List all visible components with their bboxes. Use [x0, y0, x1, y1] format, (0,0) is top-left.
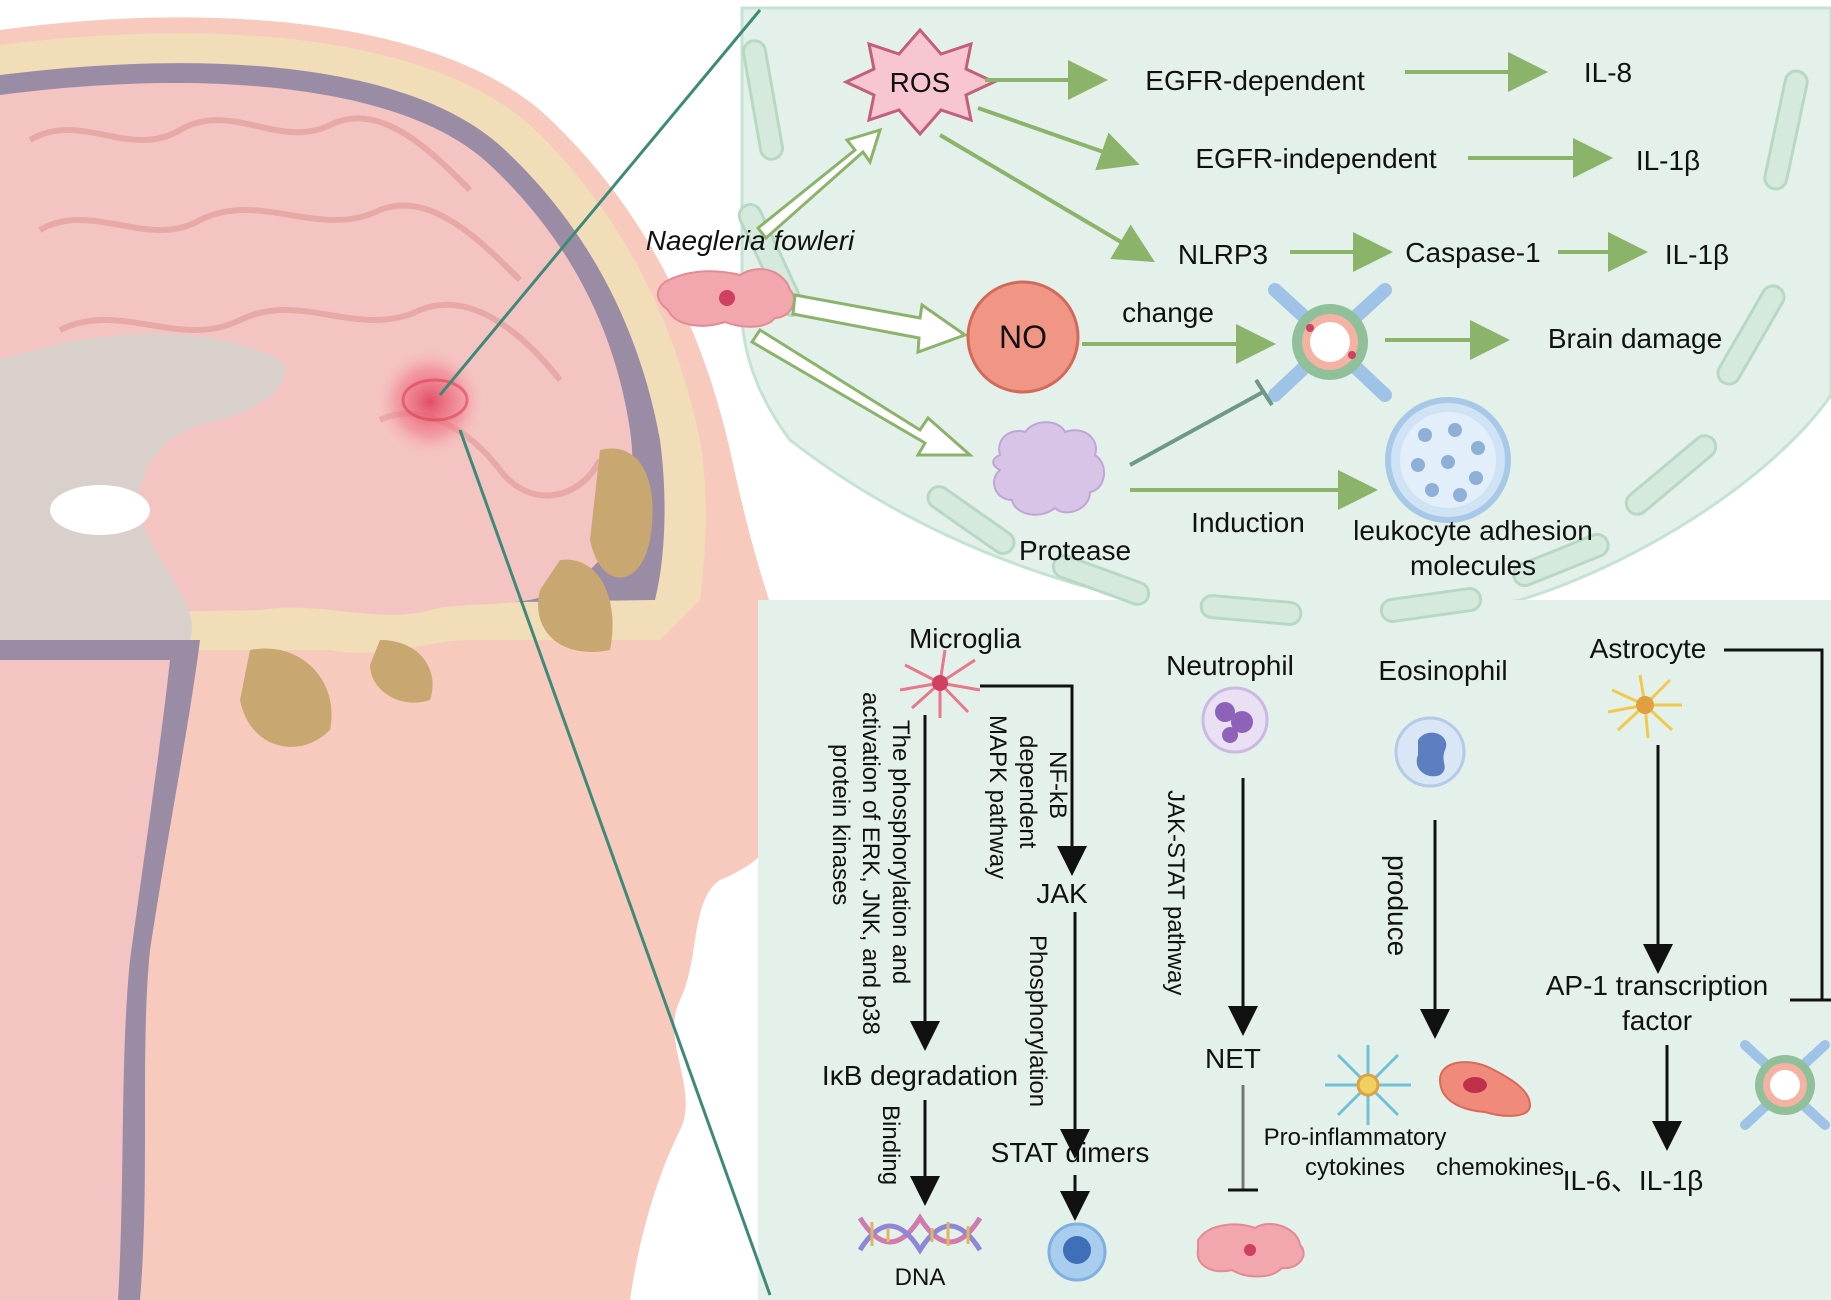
svg-text:MAPK pathway: MAPK pathway: [984, 715, 1011, 879]
leukocyte-label-line2: molecules: [1410, 550, 1536, 581]
microglia-to-jak-arrow: [980, 684, 1087, 876]
nfkb-vertical-text: NF-kB dependent MAPK pathway: [984, 715, 1071, 879]
net-label: NET: [1205, 1043, 1261, 1074]
dna-icon: [857, 1213, 983, 1255]
sinus-2: [538, 559, 613, 652]
eosinophil-label: Eosinophil: [1378, 655, 1507, 686]
protease-inhibit-bar: [1254, 378, 1274, 407]
protease-icon: [992, 421, 1105, 516]
neutrophil-label: Neutrophil: [1166, 650, 1294, 681]
il6-il1b-label: IL-6、IL-1β: [1563, 1165, 1704, 1196]
egfr-dependent-label: EGFR-dependent: [1145, 65, 1365, 96]
produce-label: produce: [1382, 855, 1413, 956]
sinus-4: [370, 640, 433, 703]
cytokines-icon: [1325, 1045, 1411, 1125]
ikb-label: IκB degradation: [822, 1060, 1018, 1091]
binding-label: Binding: [877, 1105, 904, 1185]
protease-inhibit-line: [1129, 390, 1264, 467]
pathogen-nucleus: [719, 290, 735, 306]
svg-text:activation of ERK, JNK, and p3: activation of ERK, JNK, and p38: [857, 692, 884, 1035]
pathogen-label: Naegleria fowleri: [646, 225, 855, 256]
neutrophil-icon: [1201, 686, 1269, 754]
svg-text:NF-kB: NF-kB: [1044, 751, 1071, 819]
stat-cell-nucleus: [1063, 1236, 1091, 1264]
blood-vessel-icon: [1268, 283, 1392, 402]
egfr-independent-label: EGFR-independent: [1195, 143, 1436, 174]
spinal-core: [0, 660, 170, 1300]
hollow-arrow-to-ros: [755, 127, 883, 241]
zoom-line-bottom: [458, 429, 772, 1296]
thalamus: [50, 485, 150, 535]
no-label: NO: [999, 319, 1047, 355]
jak-label: JAK: [1036, 878, 1088, 909]
eosinophil-icon: [1394, 716, 1466, 788]
zoom-line-top: [438, 9, 762, 396]
svg-text:The phosphorylation and: The phosphorylation and: [887, 720, 914, 984]
il1b-label-2: IL-1β: [1665, 239, 1729, 270]
infection-site-ring: [401, 378, 469, 422]
hollow-arrow-to-protease: [749, 327, 974, 457]
protease-label: Protease: [1019, 535, 1131, 566]
ap1-label-line1: AP-1 transcription: [1546, 970, 1769, 1001]
jak-stat-label: JAK-STAT pathway: [1162, 790, 1189, 995]
astrocyte-icon: [1607, 674, 1682, 739]
svg-text:protein kinases: protein kinases: [827, 744, 854, 905]
cell-wall-segments: [737, 39, 1809, 626]
induction-label: Induction: [1191, 507, 1305, 538]
brain: [0, 83, 633, 615]
proinflam-label-line2: cytokines: [1305, 1154, 1405, 1181]
svg-text:dependent: dependent: [1014, 735, 1041, 849]
head-illustration: [0, 17, 801, 1300]
net-target-nucleus: [1244, 1244, 1256, 1256]
nlrp3-label: NLRP3: [1178, 239, 1268, 270]
hollow-arrow-to-no: [791, 293, 969, 355]
erk-vertical-text: The phosphorylation and activation of ER…: [827, 692, 914, 1035]
leukocyte-label-line1: leukocyte adhesion: [1353, 515, 1593, 546]
phosphorylation-label: Phosphorylation: [1024, 935, 1051, 1107]
chemokines-nucleus: [1463, 1077, 1487, 1093]
ros-star: [842, 27, 998, 137]
blood-vessel-icon-small: [1740, 1040, 1830, 1130]
sinus-1: [590, 448, 653, 578]
stat-label: STAT dimers: [991, 1137, 1150, 1168]
no-circle: [966, 280, 1080, 394]
dna-label: DNA: [895, 1264, 946, 1291]
leukocyte-adhesion-icon: [1385, 397, 1511, 523]
ros-label: ROS: [890, 67, 951, 98]
sinus-3: [240, 648, 332, 747]
astrocyte-label: Astrocyte: [1590, 633, 1707, 664]
ventricle: [0, 333, 286, 640]
microglia-icon: [899, 649, 981, 718]
brain-damage-label: Brain damage: [1548, 323, 1722, 354]
proinflam-label-line1: Pro-inflammatory: [1264, 1124, 1447, 1151]
infection-site-glow: [375, 347, 485, 457]
il8-label: IL-8: [1584, 57, 1632, 88]
ros-pathways: [938, 52, 1648, 272]
ap1-label-line2: factor: [1622, 1005, 1692, 1036]
brain-folds: [28, 115, 603, 499]
chemokines-label: chemokines: [1436, 1154, 1564, 1181]
il1b-label-1: IL-1β: [1636, 145, 1700, 176]
change-label: change: [1122, 297, 1214, 328]
microglia-label: Microglia: [909, 623, 1021, 654]
astrocyte-inhibit-line: [1724, 648, 1824, 1000]
caspase1-label: Caspase-1: [1405, 237, 1540, 268]
